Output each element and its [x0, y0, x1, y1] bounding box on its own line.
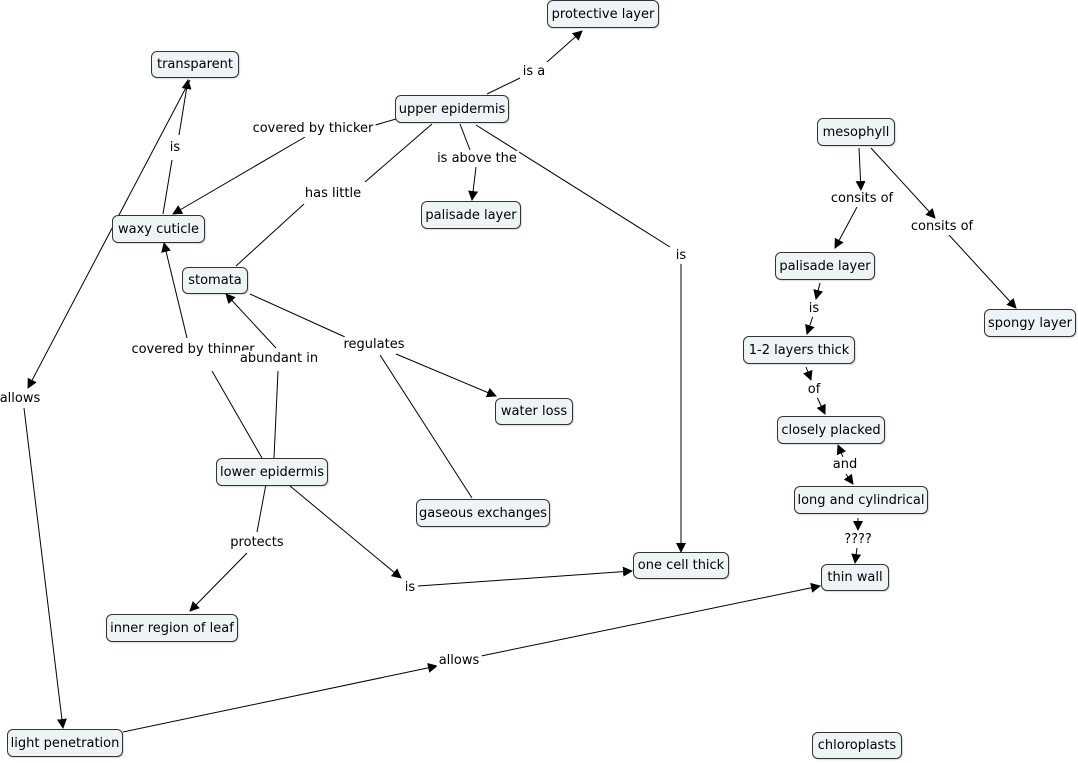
edge-above-to-palisade — [468, 166, 479, 201]
link-label-covered-by-thicker: covered by thicker — [250, 120, 376, 138]
node-label: upper epidermis — [398, 101, 506, 117]
edge-lower-to-is-bottom — [289, 485, 402, 579]
edge-regulates-to-water — [395, 353, 497, 398]
link-label-covered-by-thinner: covered by thinner — [129, 341, 257, 359]
node-label: stomata — [188, 273, 242, 288]
edge-has-little-to-stomata — [235, 203, 305, 267]
edge-is-to-layers — [805, 315, 815, 335]
node-label: light penetration — [10, 735, 120, 751]
edge-upper-to-is-right — [475, 124, 671, 248]
node-label: spongy layer — [988, 315, 1072, 331]
edge-allows-to-light — [23, 407, 67, 729]
node-chloroplasts[interactable]: chloroplasts — [812, 732, 902, 759]
node-waxy-cuticle[interactable]: waxy cuticle — [112, 215, 205, 243]
node-closely-placked[interactable]: closely placked — [777, 416, 885, 444]
node-label: long and cylindrical — [797, 492, 925, 508]
edge-lower-to-abundant — [273, 370, 279, 459]
node-thin-wall[interactable]: thin wall — [821, 564, 889, 591]
node-label: palisade layer — [779, 258, 871, 274]
node-label: gaseous exchanges — [419, 505, 547, 521]
link-label-is-one-cell-upper: is — [673, 247, 689, 265]
node-light-penetration[interactable]: light penetration — [7, 729, 123, 757]
node-label: chloroplasts — [817, 738, 897, 753]
edge-light-to-allows — [122, 662, 438, 733]
edge-and-to-long — [843, 473, 854, 485]
edge-of-to-closely — [816, 396, 826, 415]
edge-abundant-to-stomata — [225, 293, 277, 349]
node-label: thin wall — [827, 570, 883, 585]
node-transparent[interactable]: transparent — [151, 51, 239, 78]
link-label-abundant-in: abundant in — [237, 350, 321, 368]
node-label: one cell thick — [637, 558, 725, 573]
edge-consits-2-to-spongy — [948, 234, 1017, 309]
node-label: waxy cuticle — [118, 221, 199, 237]
link-label-consits-of-1: consits of — [828, 190, 896, 208]
edge-is-bottom-to-one-cell — [417, 566, 633, 587]
edge-covered-thicker-to-waxy — [172, 136, 306, 215]
node-label: 1-2 layers thick — [748, 342, 850, 358]
edge-upper-to-is-a — [486, 77, 521, 95]
node-stomata[interactable]: stomata — [182, 267, 248, 294]
node-lower-epidermis[interactable]: lower epidermis — [216, 458, 328, 486]
node-label: mesophyll — [822, 124, 890, 140]
node-label: protective layer — [551, 6, 655, 22]
edge-waxy-to-is — [162, 159, 173, 215]
node-label: closely placked — [781, 422, 881, 438]
node-spongy-layer[interactable]: spongy layer — [984, 309, 1076, 337]
node-label: palisade layer — [425, 207, 517, 223]
node-long-and-cylindrical[interactable]: long and cylindrical — [794, 486, 928, 514]
node-gaseous-exchanges[interactable]: gaseous exchanges — [416, 499, 550, 527]
link-label-is-layers: is — [806, 300, 822, 318]
edge-and-to-closely — [836, 444, 847, 458]
edge-gaseous-to-regulates — [379, 354, 473, 499]
edge-layers-to-of — [803, 366, 813, 381]
link-label-is-above-the: is above the — [435, 150, 519, 168]
node-label: transparent — [156, 57, 234, 72]
node-palisade-layer-right[interactable]: palisade layer — [775, 252, 875, 280]
edge-is-to-transparent — [178, 79, 192, 136]
edge-consits-1-to-palisade — [834, 206, 858, 249]
edge-allows-to-thin-wall — [480, 582, 821, 657]
node-upper-epidermis[interactable]: upper epidermis — [395, 95, 509, 123]
node-label: inner region of leaf — [110, 620, 234, 636]
edge-covered-thinner-to-waxy — [161, 242, 188, 339]
edge-meso-to-consits-2 — [870, 147, 936, 219]
node-1-2-layers-thick[interactable]: 1-2 layers thick — [743, 336, 855, 364]
link-label-consits-of-2: consits of — [908, 218, 976, 236]
link-label-and: and — [830, 456, 860, 474]
link-label-regulates: regulates — [341, 336, 407, 354]
edge-qqqq-to-thin-wall — [851, 547, 862, 564]
node-label: water loss — [500, 404, 568, 419]
link-label-is-transparent: is — [167, 139, 183, 157]
link-label-qqqq: ???? — [842, 531, 874, 549]
link-label-allows-left: allows — [0, 390, 43, 408]
node-mesophyll[interactable]: mesophyll — [817, 118, 895, 146]
node-protective-layer[interactable]: protective layer — [547, 0, 659, 28]
link-label-of: of — [805, 381, 823, 399]
link-label-is-a: is a — [520, 63, 548, 81]
edge-lower-to-covered-thinner — [211, 370, 263, 459]
edge-protects-to-inner — [189, 552, 248, 612]
link-label-is-one-cell-lower: is — [402, 579, 418, 597]
edge-upper-to-has-little — [364, 123, 433, 183]
link-label-allows-bottom: allows — [436, 652, 482, 670]
edge-lower-to-protects — [256, 483, 267, 533]
edge-stomata-to-regulates — [249, 293, 346, 338]
edge-upper-to-covered-thicker — [371, 118, 397, 127]
node-palisade-layer-top[interactable]: palisade layer — [421, 201, 521, 229]
edge-transparent-to-allows — [27, 79, 191, 389]
node-one-cell-thick[interactable]: one cell thick — [633, 552, 729, 579]
link-label-has-little: has little — [302, 185, 364, 203]
edge-upper-to-above — [459, 123, 471, 151]
edge-meso-to-consits-1 — [855, 147, 866, 191]
node-label: lower epidermis — [220, 464, 324, 480]
link-label-protects: protects — [228, 534, 286, 552]
edge-palisade-to-is — [813, 282, 824, 300]
node-inner-region-of-leaf[interactable]: inner region of leaf — [106, 614, 238, 642]
edge-is-a-to-protective — [546, 30, 583, 63]
node-water-loss[interactable]: water loss — [495, 398, 573, 425]
